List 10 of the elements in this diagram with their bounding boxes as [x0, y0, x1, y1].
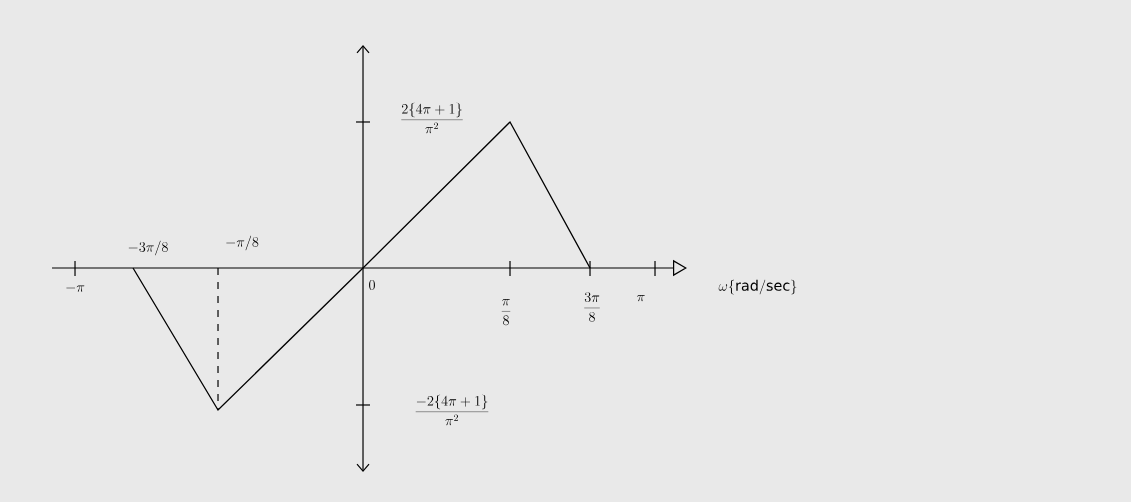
axis-label: $\omega\{\mathrm{rad/sec}\}$ [718, 279, 797, 295]
value-label: $\frac{2\{4\pi+1\}}{\pi^2}$ [401, 102, 463, 134]
tick-label: $-3\pi/8$ [128, 240, 168, 256]
tick-label: $\pi$ [637, 294, 645, 302]
tick-label: $\frac{\pi}{8}$ [501, 299, 511, 326]
tick-label: $-\pi/8$ [226, 235, 259, 251]
tick-label: $\frac{3\pi}{8}$ [584, 292, 600, 322]
tick-label: $0$ [369, 280, 375, 290]
tick-label: $-\pi$ [66, 285, 85, 292]
value-label: $\frac{-2\{4\pi+1\}}{\pi^2}$ [415, 394, 489, 426]
